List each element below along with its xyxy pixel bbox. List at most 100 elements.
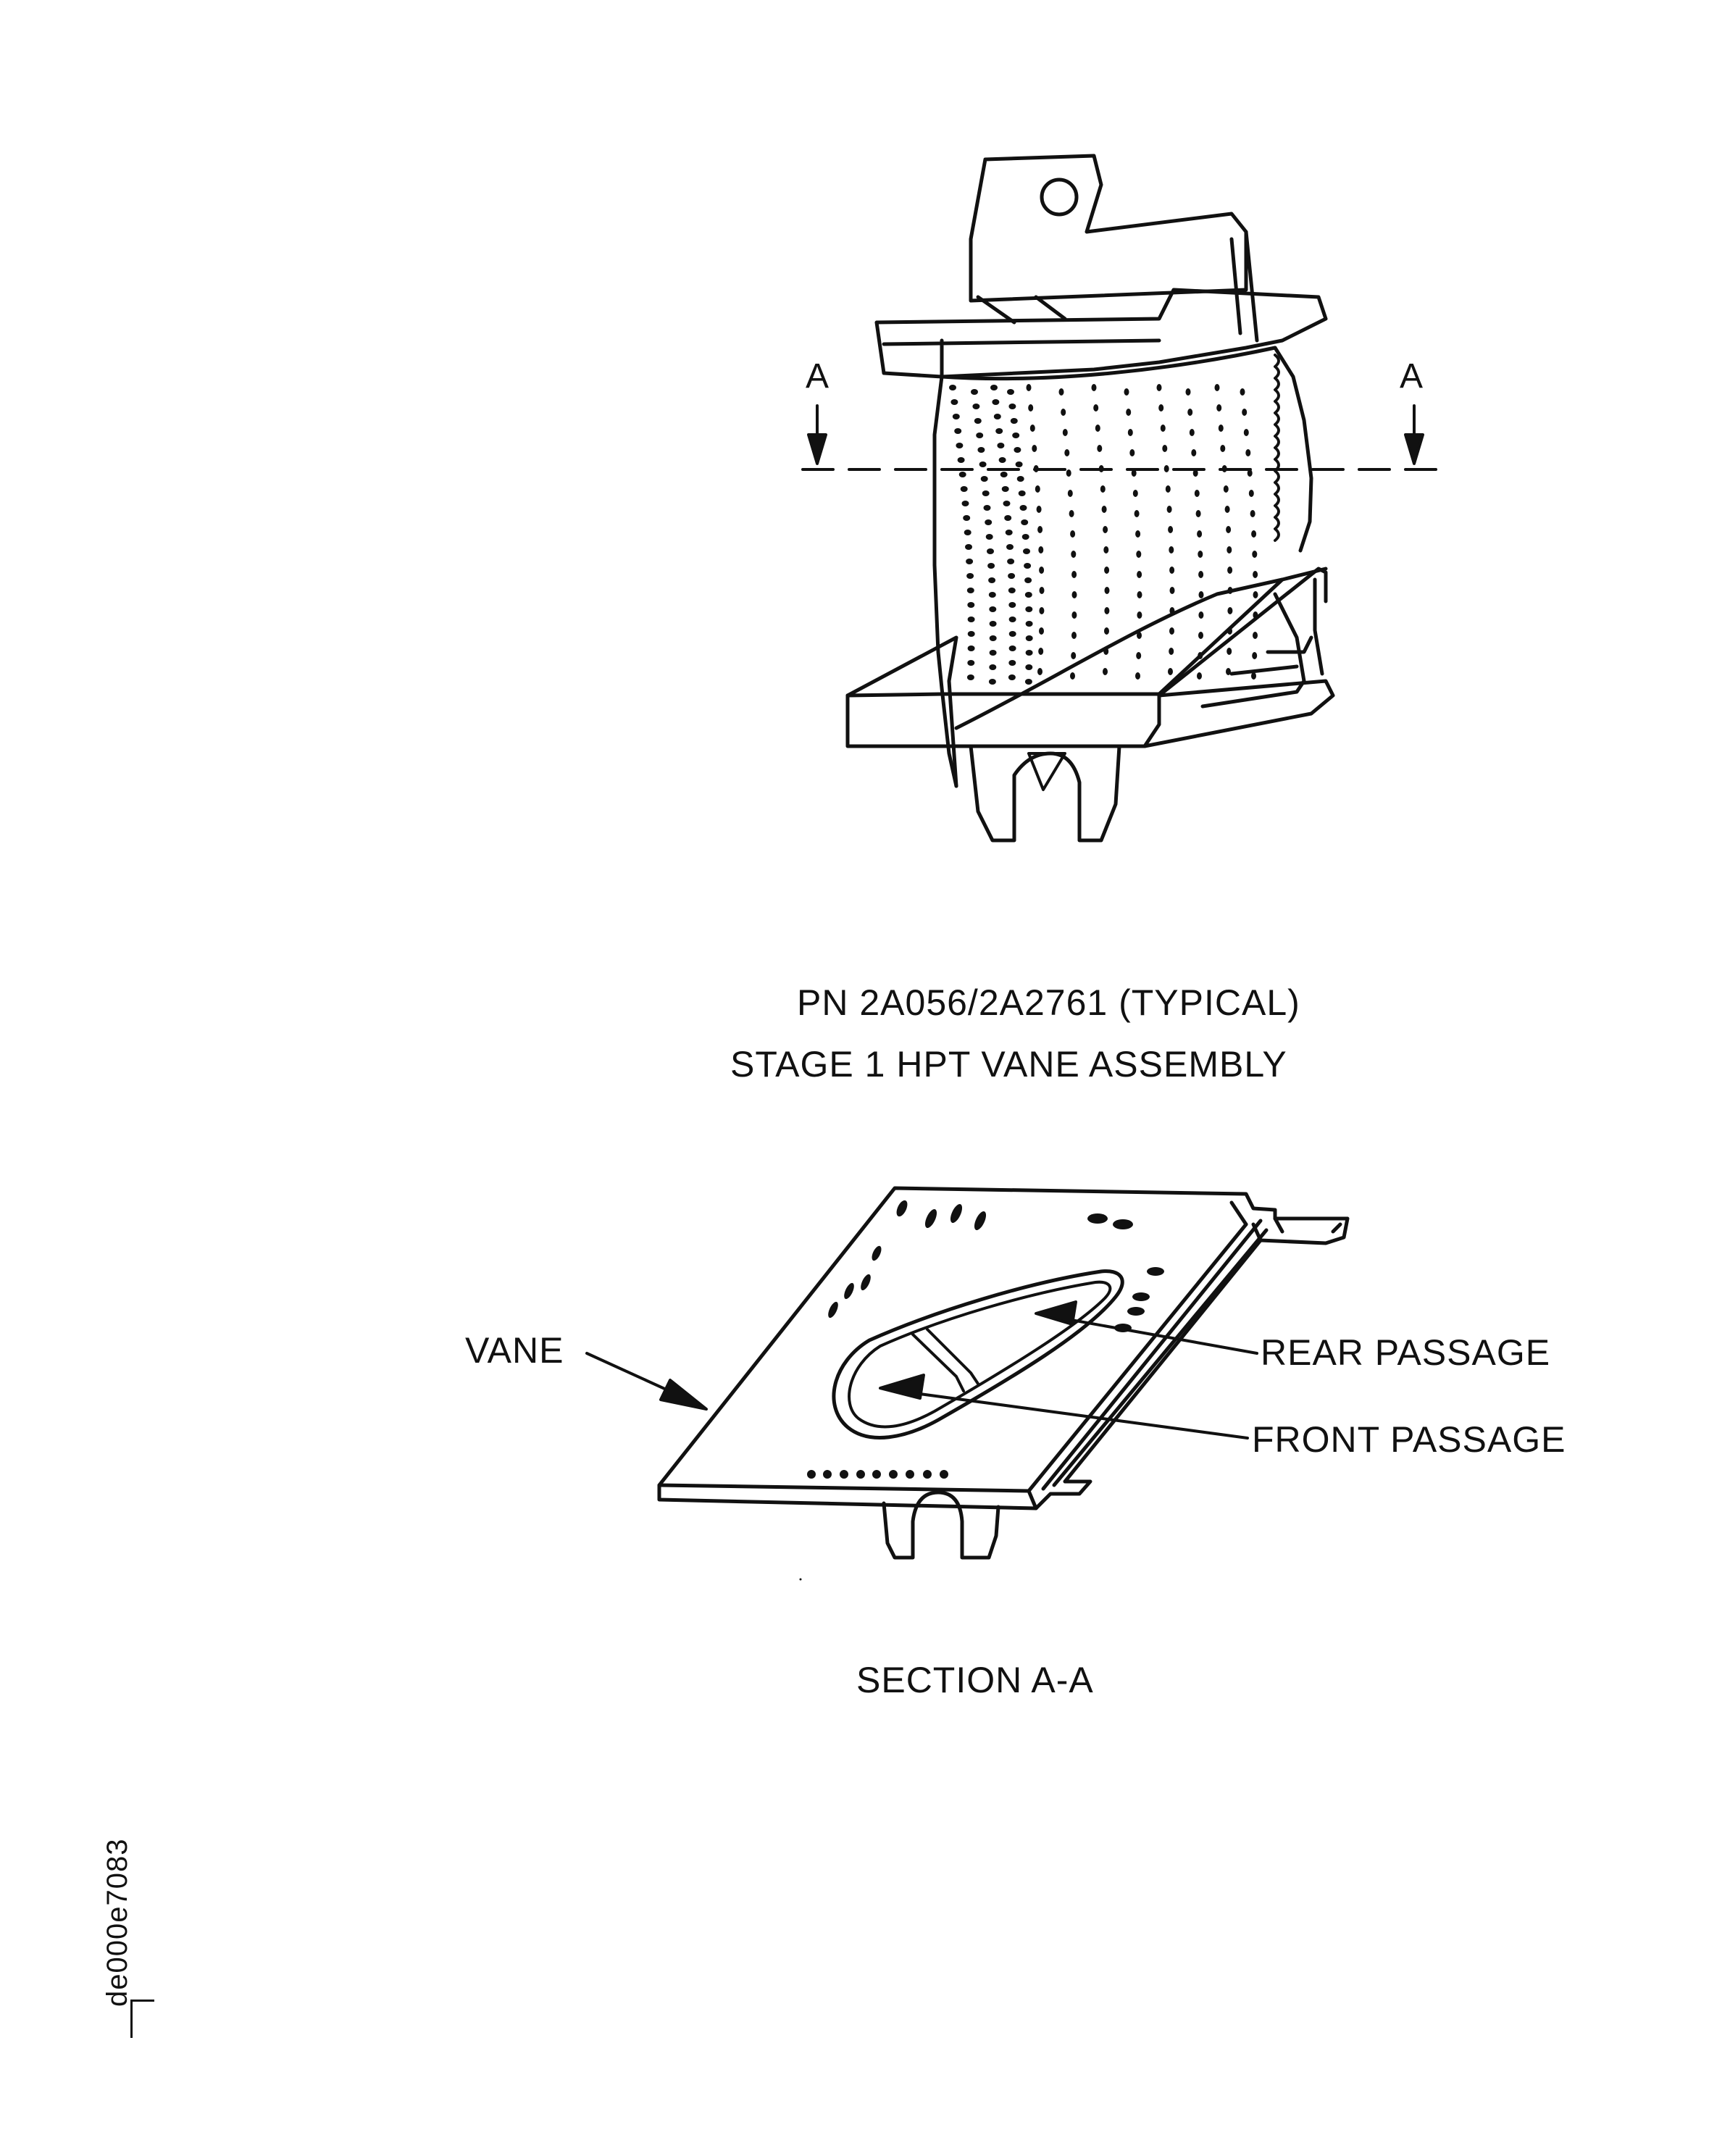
cooling-hole [1025, 664, 1033, 670]
callout-leaders [585, 1300, 1258, 1440]
cooling-hole [1091, 384, 1097, 391]
cooling-hole [1104, 587, 1110, 594]
section-marker-left: A [806, 357, 830, 396]
cooling-hole [1008, 660, 1016, 666]
cooling-hole [1197, 530, 1203, 538]
cooling-hole [982, 490, 990, 496]
cooling-hole [1245, 449, 1251, 456]
cooling-hole [976, 433, 984, 438]
cooling-hole [1070, 530, 1076, 538]
cooling-hole [961, 501, 969, 506]
cooling-hole [1253, 611, 1258, 619]
cooling-hole [1227, 587, 1233, 594]
cooling-hole [1251, 672, 1256, 680]
cooling-hole [974, 418, 982, 424]
cooling-hole [958, 472, 966, 477]
cooling-hole [1227, 648, 1232, 655]
cooling-hole [1025, 606, 1033, 612]
cooling-hole [1198, 591, 1204, 598]
cooling-hole [967, 617, 975, 622]
cooling-hole [1252, 551, 1258, 558]
cooling-hole [1226, 668, 1231, 675]
cooling-hole [1103, 546, 1109, 553]
cooling-hole [1169, 627, 1174, 635]
cooling-hole [1019, 505, 1027, 511]
cooling-hole [1021, 534, 1029, 540]
cooling-hole [1021, 519, 1029, 525]
cooling-hole [1008, 617, 1016, 622]
cooling-hole [1066, 469, 1071, 477]
cooling-hole [1166, 506, 1172, 513]
cooling-hole [1129, 449, 1135, 456]
cooling-hole [1024, 563, 1032, 569]
cooling-hole [1131, 469, 1137, 477]
cooling-hole [1015, 461, 1023, 467]
cooling-hole [983, 505, 991, 511]
cooling-hole [1018, 490, 1026, 496]
cooling-hole [1185, 388, 1191, 396]
cooling-hole [1165, 485, 1171, 493]
cooling-hole [949, 385, 956, 390]
cooling-hole [1012, 433, 1020, 438]
cooling-hole [1168, 526, 1174, 533]
cooling-hole [987, 563, 995, 569]
cooling-hole [1243, 429, 1249, 436]
cooling-hole [1160, 425, 1166, 432]
vane-callout: VANE [465, 1330, 564, 1371]
cooling-hole [1071, 551, 1077, 558]
cooling-hole [1134, 510, 1140, 517]
cooling-hole [965, 544, 972, 550]
cooling-hole [997, 443, 1005, 448]
cooling-hole [980, 476, 988, 482]
cooling-hole [1071, 652, 1077, 659]
cooling-hole [1062, 429, 1068, 436]
cooling-hole [1251, 530, 1257, 538]
drawing-id: de000e7083 [101, 1838, 133, 2007]
cooling-hole [1024, 679, 1032, 685]
cooling-hole [1093, 404, 1099, 411]
cooling-hole [1136, 551, 1142, 558]
cooling-hole [989, 621, 997, 627]
cooling-hole [1010, 418, 1018, 424]
cooling-hole [992, 399, 1000, 405]
cooling-hole [1248, 490, 1254, 497]
cooling-hole [1016, 476, 1024, 482]
cooling-hole [950, 399, 958, 405]
cooling-hole [1103, 526, 1108, 533]
cooling-hole [1226, 526, 1232, 533]
cooling-hole [1037, 526, 1043, 533]
cooling-hole [1194, 490, 1200, 497]
cooling-hole [1003, 501, 1011, 506]
cooling-hole [1064, 449, 1070, 456]
assembly-title-caption: STAGE 1 HPT VANE ASSEMBLY [730, 1044, 1287, 1085]
cooling-hole [967, 660, 975, 666]
cooling-hole [1038, 648, 1044, 655]
cooling-hole [1100, 485, 1106, 493]
cooling-hole [966, 674, 974, 680]
cooling-hole [972, 404, 980, 409]
cooling-hole [1227, 567, 1233, 574]
cooling-hole [1137, 611, 1142, 619]
cooling-hole [956, 443, 964, 448]
cooling-hole [1028, 404, 1034, 411]
cooling-hole [993, 414, 1001, 419]
cooling-hole [989, 650, 997, 656]
cooling-hole [1101, 506, 1107, 513]
cooling-hole [1242, 409, 1248, 416]
cooling-hole [1008, 674, 1016, 680]
cooling-hole [1198, 652, 1203, 659]
cooling-hole [1135, 530, 1141, 538]
cooling-hole [1025, 621, 1033, 627]
cooling-hole [1104, 627, 1109, 635]
cooling-hole [1032, 445, 1037, 452]
cooling-hole [1162, 445, 1168, 452]
cooling-hole [967, 645, 975, 651]
cooling-hole [985, 534, 993, 540]
cooling-hole [1214, 384, 1220, 391]
cooling-hole [1039, 567, 1045, 574]
cooling-hole [988, 577, 996, 583]
cooling-hole [1132, 490, 1138, 497]
cooling-hole [1039, 627, 1044, 635]
cooling-hole [1058, 388, 1064, 396]
